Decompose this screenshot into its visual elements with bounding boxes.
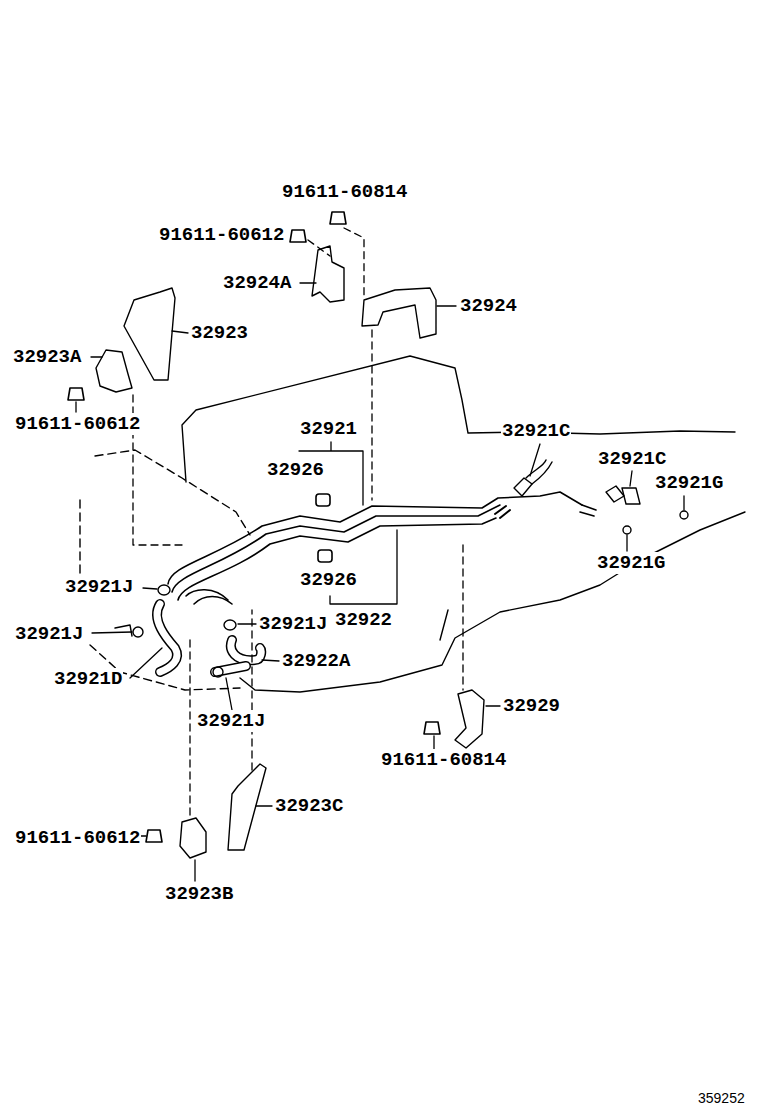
leader-line (683, 496, 684, 510)
leader-line (76, 283, 684, 881)
bolt (424, 722, 440, 734)
bracket (228, 764, 266, 850)
part-number: 32929 (502, 695, 561, 717)
part-number: 32924 (459, 295, 518, 317)
part-number: 91611-60612 (14, 413, 141, 435)
part-number: 32921 (299, 418, 358, 440)
transmission-outline (182, 356, 735, 482)
transmission-oil-pipe (168, 492, 582, 584)
transmission-outline (240, 512, 745, 692)
leader-line (626, 535, 627, 551)
oil-hose (231, 640, 261, 660)
part-number: 32921C (597, 448, 667, 470)
oil-hose (133, 627, 143, 637)
part-number: 32924A (222, 272, 292, 294)
union-fitting (680, 511, 688, 519)
leader-line (256, 805, 272, 806)
transmission-oil-pipe (168, 492, 596, 604)
installation-line (133, 228, 463, 815)
installation-line (462, 545, 463, 690)
bolt (146, 830, 162, 842)
part-number: 32923A (12, 346, 82, 368)
part-number: 32921D (53, 668, 123, 690)
union-fitting (622, 488, 640, 504)
union-fitting (514, 478, 532, 496)
leader-line (143, 588, 157, 589)
bolt (330, 212, 346, 224)
transmission-oil-pipe (172, 505, 500, 592)
part-number: 32921J (258, 613, 328, 635)
leader-line (630, 471, 632, 486)
bracket (124, 288, 175, 380)
leader-line (330, 530, 397, 604)
oil-hose (115, 625, 132, 636)
installation-line (308, 240, 330, 256)
part-number: 32921J (64, 576, 134, 598)
leader-line (194, 860, 195, 881)
part-number: 91611-60612 (158, 224, 285, 246)
oil-hose (158, 585, 170, 595)
union-fitting (623, 526, 631, 534)
part-number: 32921J (196, 710, 266, 732)
part-number: 91611-60612 (14, 827, 141, 849)
leader-line (75, 402, 76, 412)
oil-hose (224, 620, 236, 630)
bracket (362, 288, 436, 338)
part-number: 32923C (274, 795, 344, 817)
transmission-oil-pipe (316, 494, 330, 506)
part-number: 32926 (299, 569, 358, 591)
bolt (290, 230, 306, 242)
bracket (96, 350, 132, 392)
leader-line (130, 648, 162, 678)
part-number: 32923 (190, 322, 249, 344)
part-number: 91611-60814 (380, 749, 507, 771)
leader-line (300, 282, 316, 283)
transmission-outline (80, 356, 745, 692)
part-number: 32923B (164, 883, 234, 905)
bracket (180, 818, 206, 858)
transmission-oil-pipe (178, 518, 496, 600)
leader-line (530, 444, 540, 476)
oil-hose (157, 604, 177, 672)
oil-hose (213, 667, 223, 677)
part-number: 91611-60814 (281, 181, 408, 203)
oil-hose (115, 585, 261, 677)
leader-line (433, 736, 434, 749)
bolt (68, 388, 84, 400)
bracket (455, 690, 484, 748)
transmission-oil-pipe (318, 550, 332, 562)
transmission-oil-pipe (580, 505, 596, 516)
union-fitting (606, 486, 624, 502)
installation-line (251, 610, 252, 770)
part-number: 32921J (14, 623, 84, 645)
installation-line (344, 228, 364, 296)
leader-line (91, 356, 102, 357)
leader-line (486, 705, 500, 706)
transmission-outline (95, 450, 250, 535)
transmission-oil-pipe (495, 506, 510, 518)
leader-line (437, 305, 456, 306)
part-number: 32922A (281, 650, 351, 672)
leader-line (262, 660, 279, 661)
illustration-number: 359252 (697, 1089, 746, 1107)
part-number: 32922 (334, 609, 393, 631)
union-fitting (526, 460, 552, 484)
oil-hose (157, 604, 177, 672)
part-number: 32921G (596, 552, 666, 574)
part-number: 32921G (654, 472, 724, 494)
installation-line (189, 640, 190, 815)
transmission-oil-pipe (194, 597, 232, 605)
leader-line (238, 623, 256, 624)
oil-hose (231, 640, 261, 660)
leader-line (172, 331, 188, 333)
transmission-outline (79, 500, 80, 575)
part-number: 32926 (266, 459, 325, 481)
leader-line (92, 632, 132, 633)
installation-line (371, 330, 372, 500)
part-number: 32921C (501, 420, 571, 442)
bolt (68, 212, 440, 842)
transmission-outline (440, 610, 448, 640)
leader-line (226, 678, 232, 710)
